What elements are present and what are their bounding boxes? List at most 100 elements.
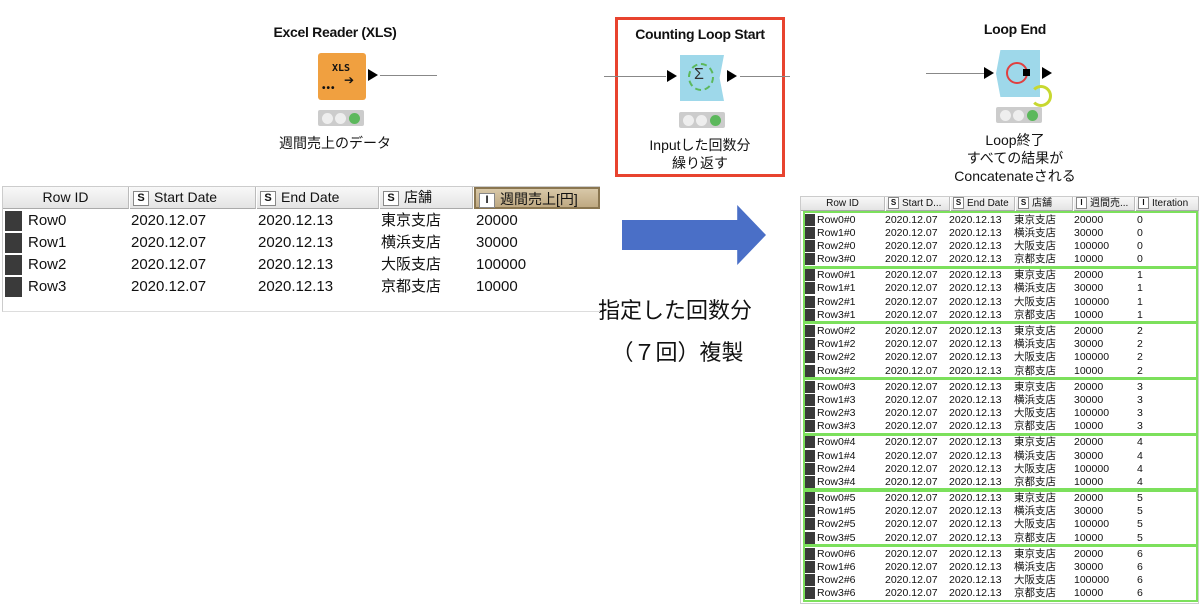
table-cell: 6 (1137, 574, 1143, 587)
table-cell: 大阪支店 (1014, 295, 1056, 308)
table-cell: 5 (1137, 531, 1143, 544)
table-cell: 1 (1137, 269, 1143, 282)
table-cell: 20000 (1074, 492, 1104, 504)
row-marker (805, 226, 815, 239)
table-cell: 2020.12.07 (885, 393, 938, 406)
table-cell: Row0#1 (817, 269, 856, 282)
table-cell: 2020.12.07 (885, 239, 938, 252)
type-badge: S (383, 191, 399, 206)
table-cell: 2020.12.13 (949, 518, 1002, 531)
loop-start-node[interactable]: Σ (680, 55, 724, 101)
iteration-group (803, 545, 1198, 602)
table-cell: 東京支店 (1014, 269, 1056, 282)
column-header[interactable]: S End Date (257, 187, 379, 209)
column-header-label: Start D... (902, 198, 942, 209)
table-cell: 2020.12.07 (885, 436, 938, 449)
table-cell: 100000 (476, 256, 527, 273)
column-header-label: Row ID (42, 189, 89, 205)
table-cell: Row2#5 (817, 518, 856, 531)
table-cell: Row0#6 (817, 547, 856, 560)
table-cell: 2 (1137, 324, 1143, 337)
table-cell: 2020.12.13 (949, 226, 1002, 239)
table-cell: 10000 (476, 278, 518, 295)
table-cell: Row2#1 (817, 295, 856, 308)
table-cell: Row0#5 (817, 492, 856, 504)
table-cell: 京都支店 (1014, 531, 1056, 544)
loop-end-title: Loop End (983, 21, 1047, 37)
table-cell: 10000 (1074, 420, 1104, 433)
table-cell: Row3 (28, 278, 67, 295)
iteration-group (803, 266, 1198, 324)
column-header-label: Start Date (154, 189, 218, 205)
table-cell: 3 (1137, 420, 1143, 433)
table-cell: Row2#6 (817, 574, 856, 587)
column-header-label: End Date (281, 189, 340, 205)
output-port[interactable] (368, 69, 378, 81)
row-marker (805, 518, 815, 531)
table-cell: 2020.12.07 (885, 505, 938, 518)
column-header[interactable]: Row ID (801, 197, 885, 211)
table-cell: 6 (1137, 560, 1143, 573)
status-traffic-light (318, 110, 364, 126)
table-cell: Row1#5 (817, 505, 856, 518)
arrow-caption-1: 指定した回数分 (597, 298, 752, 323)
excel-reader-node[interactable]: XLS ➔ ••• (318, 53, 366, 100)
table-cell: 10000 (1074, 587, 1104, 600)
table-cell: 2020.12.13 (949, 269, 1002, 282)
table-cell: Row1#3 (817, 393, 856, 406)
column-header[interactable]: S Start Date (130, 187, 256, 209)
table-cell: 2020.12.13 (949, 505, 1002, 518)
table-cell: 横浜支店 (381, 234, 442, 251)
table-cell: 2020.12.13 (949, 475, 1002, 488)
row-marker (805, 560, 815, 573)
connection-line (740, 76, 790, 77)
table-cell: 2020.12.13 (949, 449, 1002, 462)
column-header-label: 週間売上[円] (500, 191, 578, 207)
table-cell: 京都支店 (1014, 587, 1056, 600)
table-cell: Row0#4 (817, 436, 856, 449)
output-port[interactable] (727, 70, 737, 82)
table-cell: 100000 (1074, 574, 1110, 587)
table-cell: Row2#3 (817, 407, 856, 419)
table-cell: 2020.12.13 (949, 239, 1002, 252)
table-cell: 2020.12.07 (885, 308, 938, 321)
table-cell: 2020.12.07 (885, 518, 938, 531)
table-cell: 30000 (1074, 560, 1104, 573)
table-cell: 2 (1137, 351, 1143, 364)
table-cell: 1 (1137, 282, 1143, 295)
type-badge: S (133, 191, 149, 206)
loop-end-label-2: すべての結果が (966, 150, 1064, 166)
type-badge: I (1076, 197, 1087, 209)
table-cell: 東京支店 (1014, 213, 1056, 226)
table-cell: 2020.12.07 (885, 449, 938, 462)
table-cell: Row1 (28, 234, 67, 251)
type-badge: S (260, 191, 276, 206)
output-port[interactable] (1042, 67, 1052, 79)
column-header-label: End Date (967, 198, 1009, 209)
table-cell: Row2 (28, 256, 67, 273)
column-header[interactable]: Row ID (3, 187, 129, 209)
excel-reader-title: Excel Reader (XLS) (273, 24, 397, 40)
table-cell: 4 (1137, 475, 1143, 488)
row-marker (805, 295, 815, 308)
table-cell: 横浜支店 (1014, 393, 1056, 406)
table-cell: Row3#5 (817, 531, 856, 544)
table-cell: 3 (1137, 407, 1143, 419)
input-port[interactable] (984, 67, 994, 79)
input-port[interactable] (667, 70, 677, 82)
table-cell: 4 (1137, 462, 1143, 475)
table-cell: 2020.12.07 (885, 574, 938, 587)
row-marker (805, 253, 815, 266)
table-cell: 3 (1137, 393, 1143, 406)
table-cell: 2020.12.07 (885, 587, 938, 600)
iteration-group (803, 378, 1198, 435)
